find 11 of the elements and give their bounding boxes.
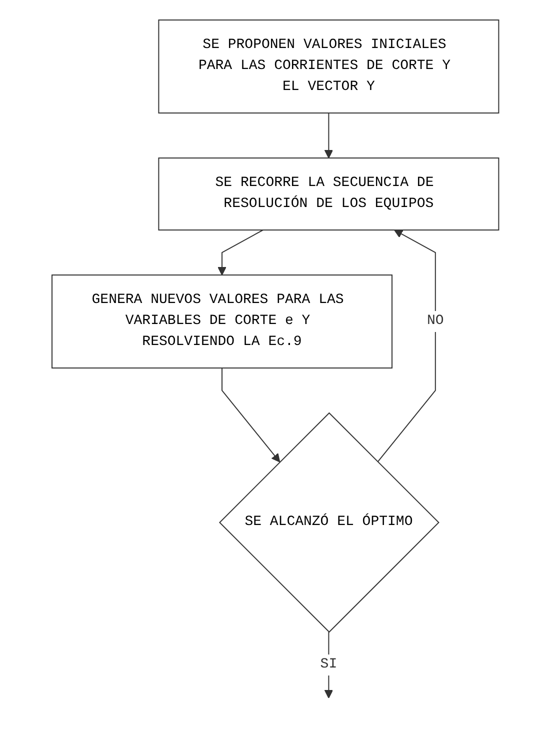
arrow — [218, 230, 264, 276]
edge-label: SI — [320, 657, 338, 674]
arrow — [222, 368, 280, 463]
edge-label: NO — [427, 313, 444, 330]
arrow — [324, 632, 334, 699]
node-box: SE RECORRE LA SECUENCIA DE RESOLUCIÓN DE LOS EQUIPOS — [158, 158, 500, 231]
node-box: SE PROPONEN VALORES INICIALES PARA LAS CORRIENTES DE CORTE Y EL VECTOR Y — [158, 20, 500, 114]
node-diamond: SE ALCANZÓ EL ÓPTIMO — [219, 412, 440, 634]
arrow — [324, 112, 334, 159]
arrow — [377, 230, 436, 463]
node-box: GENERA NUEVOS VALORES PARA LAS VARIABLES DE CORTE e Y RESOLVIENDO LA Ec.9 — [52, 274, 393, 369]
